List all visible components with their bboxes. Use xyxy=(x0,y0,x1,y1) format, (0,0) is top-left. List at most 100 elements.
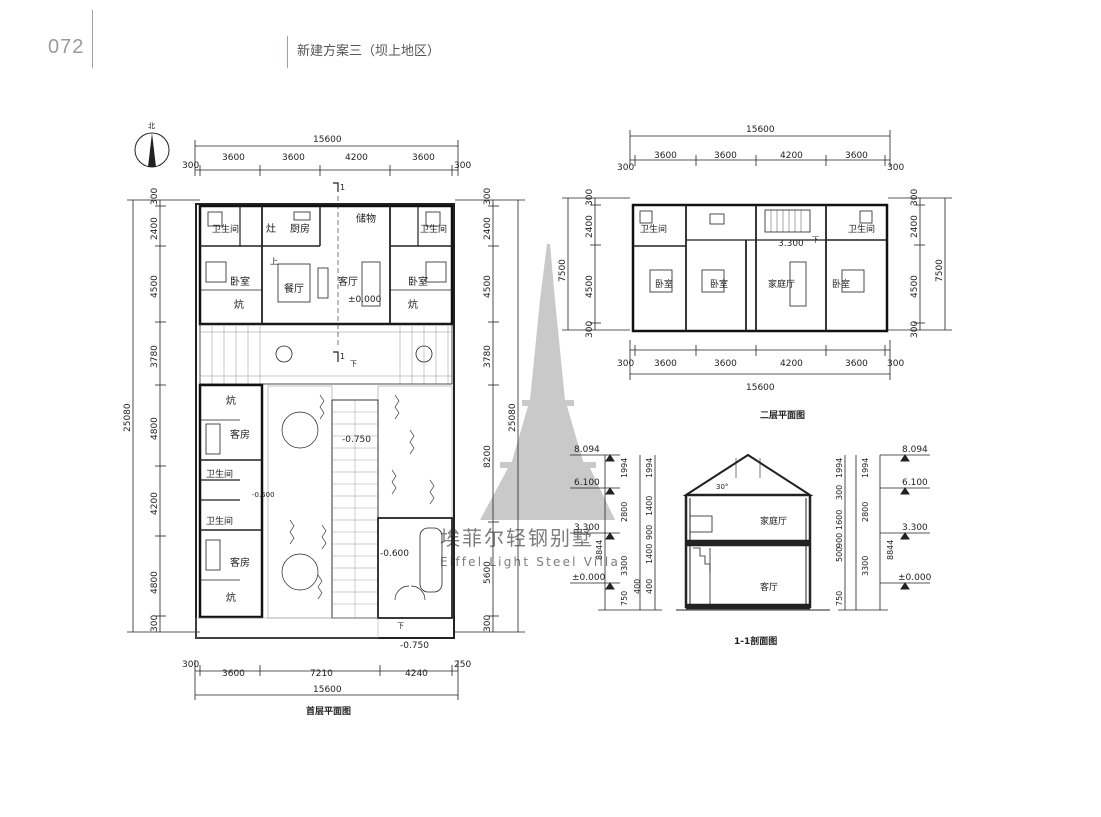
page-number: 072 xyxy=(48,36,85,58)
gf-right-dim-0: 300 xyxy=(483,188,493,205)
sf-bottom-dim-1: 3600 xyxy=(654,359,677,369)
sec-right-level-3: ±0.000 xyxy=(898,573,932,583)
gf-section-mark-top: 1 xyxy=(340,183,345,192)
gf-guest2: 客房 xyxy=(230,556,250,569)
sec-left-dim-0: 1994 xyxy=(620,458,629,478)
sec-right-dim-4: 750 xyxy=(835,591,844,606)
sec-right-inner-0: 300 xyxy=(835,485,844,500)
gf-elev-side: -0.500 xyxy=(252,491,275,499)
sf-top-dim-0: 300 xyxy=(617,163,634,173)
sec-right-dim-3: 3300 xyxy=(861,556,870,576)
sf-top-dim-2: 3600 xyxy=(714,151,737,161)
gf-stove: 灶 xyxy=(266,222,276,235)
sf-wc1: 卫生间 xyxy=(640,223,667,235)
gf-left-dim-4: 4800 xyxy=(150,417,160,440)
gf-elev-gate: -0.750 xyxy=(400,641,429,651)
sf-bottom-dim-3: 4200 xyxy=(780,359,803,369)
sec-right-level-0: 8.094 xyxy=(902,445,928,455)
sf-bottom-dim-4: 3600 xyxy=(845,359,868,369)
gf-left-dim-5: 4200 xyxy=(150,492,160,515)
gf-bed2: 卧室 xyxy=(408,275,428,288)
gf-elev-yard: -0.750 xyxy=(342,435,371,445)
sec-right-dim-1: 1994 xyxy=(861,458,870,478)
gf-left-dim-6: 4800 xyxy=(150,571,160,594)
sec-right-inner-2: 900 xyxy=(835,533,844,548)
sec-right-dim-0: 1994 xyxy=(835,458,844,478)
sf-bed1: 卧室 xyxy=(655,278,673,290)
watermark-en: Eiffel Light Steel Villa xyxy=(440,555,620,569)
sec-right-inner-1: 1600 xyxy=(835,510,844,530)
sec-right-inner-3: 500 xyxy=(835,547,844,562)
section-levels: 8.094 6.100 3.300 ±0.000 8.094 6.100 3.3… xyxy=(572,445,932,583)
sec-left-inner-4: 400 xyxy=(645,579,654,594)
gf-down1: 下 xyxy=(350,360,357,368)
gf-right-dim-3: 3780 xyxy=(483,345,493,368)
sf-bed3: 卧室 xyxy=(832,278,850,290)
gf-top-dim-0: 300 xyxy=(182,161,199,171)
ground-floor-right-dims: 25080 300 2400 4500 3780 8200 5600 300 xyxy=(483,188,518,632)
second-floor-rooms: 卫生间 卧室 卧室 3.300 下 家庭厅 卧室 卫生间 xyxy=(640,223,875,290)
gf-guest1: 客房 xyxy=(230,428,250,441)
sec-left-dim-2: 2800 xyxy=(620,502,629,522)
sf-bed2: 卧室 xyxy=(710,278,728,290)
sf-left-dim-1: 2400 xyxy=(585,215,595,238)
section-caption: 1-1剖面图 xyxy=(734,635,777,647)
section-drawing xyxy=(570,453,930,611)
gf-bottom-dim-4: 250 xyxy=(454,660,471,670)
gf-wc1: 卫生间 xyxy=(212,223,239,235)
gf-wc2: 卫生间 xyxy=(420,223,447,235)
gf-bottom-dim-1: 3600 xyxy=(222,669,245,679)
sec-left-dim-4: 750 xyxy=(620,591,629,606)
second-floor-dimensions: 15600 300 3600 3600 4200 3600 300 300 36… xyxy=(558,125,945,393)
gf-storage: 储物 xyxy=(356,212,376,225)
gf-bottom-dim-3: 4240 xyxy=(405,669,428,679)
sec-right-dim-5: 8844 xyxy=(886,540,895,560)
gf-left-dim-3: 3780 xyxy=(150,345,160,368)
sec-left-inner-2: 1400 xyxy=(645,544,654,564)
gf-top-dim-5: 300 xyxy=(454,161,471,171)
watermark-cn: 埃菲尔轻钢别墅 xyxy=(440,526,594,550)
sec-living: 客厅 xyxy=(760,581,778,593)
sf-bottom-total: 15600 xyxy=(746,383,775,393)
north-label: 北 xyxy=(148,122,155,130)
gf-right-dim-5: 5600 xyxy=(483,561,493,584)
ground-floor-rooms: 卫生间 灶 厨房 储物 卫生间 卧室 炕 餐厅 上 客厅 ±0.000 卧室 炕… xyxy=(206,183,447,651)
section-vertical-dims: 1994 1994 2800 3300 750 8844 1400 900 14… xyxy=(595,458,895,606)
sf-top-dim-3: 4200 xyxy=(780,151,803,161)
gf-right-dim-1: 2400 xyxy=(483,217,493,240)
sf-down: 下 xyxy=(812,236,819,244)
sf-elev: 3.300 xyxy=(778,239,804,249)
ground-floor-plan xyxy=(127,140,525,700)
sec-roof-pitch: 30° xyxy=(716,483,728,491)
second-floor-plan xyxy=(562,130,952,380)
gf-right-dim-4: 8200 xyxy=(483,445,493,468)
sf-right-dim-2: 4500 xyxy=(910,275,920,298)
sf-right-dim-1: 2400 xyxy=(910,215,920,238)
gf-right-total: 25080 xyxy=(508,403,518,432)
sf-right-total: 7500 xyxy=(935,259,945,282)
gf-dining: 餐厅 xyxy=(284,282,304,295)
header-divider-right xyxy=(287,36,288,68)
sec-right-dim-2: 2800 xyxy=(861,502,870,522)
gf-left-total: 25080 xyxy=(123,403,133,432)
gf-top-dim-4: 3600 xyxy=(412,153,435,163)
gf-wc4: 卫生间 xyxy=(206,515,233,527)
sf-bottom-dim-5: 300 xyxy=(887,359,904,369)
gf-bed1: 卧室 xyxy=(230,275,250,288)
sf-right-dim-3: 300 xyxy=(910,321,920,338)
sf-bottom-dim-2: 3600 xyxy=(714,359,737,369)
sec-left-level-3: ±0.000 xyxy=(572,573,606,583)
sec-right-level-1: 6.100 xyxy=(902,478,928,488)
gf-right-dim-2: 4500 xyxy=(483,275,493,298)
sec-left-dim-1: 1994 xyxy=(645,458,654,478)
sf-top-dim-1: 3600 xyxy=(654,151,677,161)
gf-down2: 下 xyxy=(397,622,404,630)
sec-left-inner-3: 400 xyxy=(633,579,642,594)
gf-kang4: 炕 xyxy=(226,591,236,604)
gf-top-dim-2: 3600 xyxy=(282,153,305,163)
gf-section-mark-bottom: 1 xyxy=(340,352,345,361)
gf-left-dim-1: 2400 xyxy=(150,217,160,240)
gf-wc3: 卫生间 xyxy=(206,468,233,480)
gf-top-total: 15600 xyxy=(313,135,342,145)
